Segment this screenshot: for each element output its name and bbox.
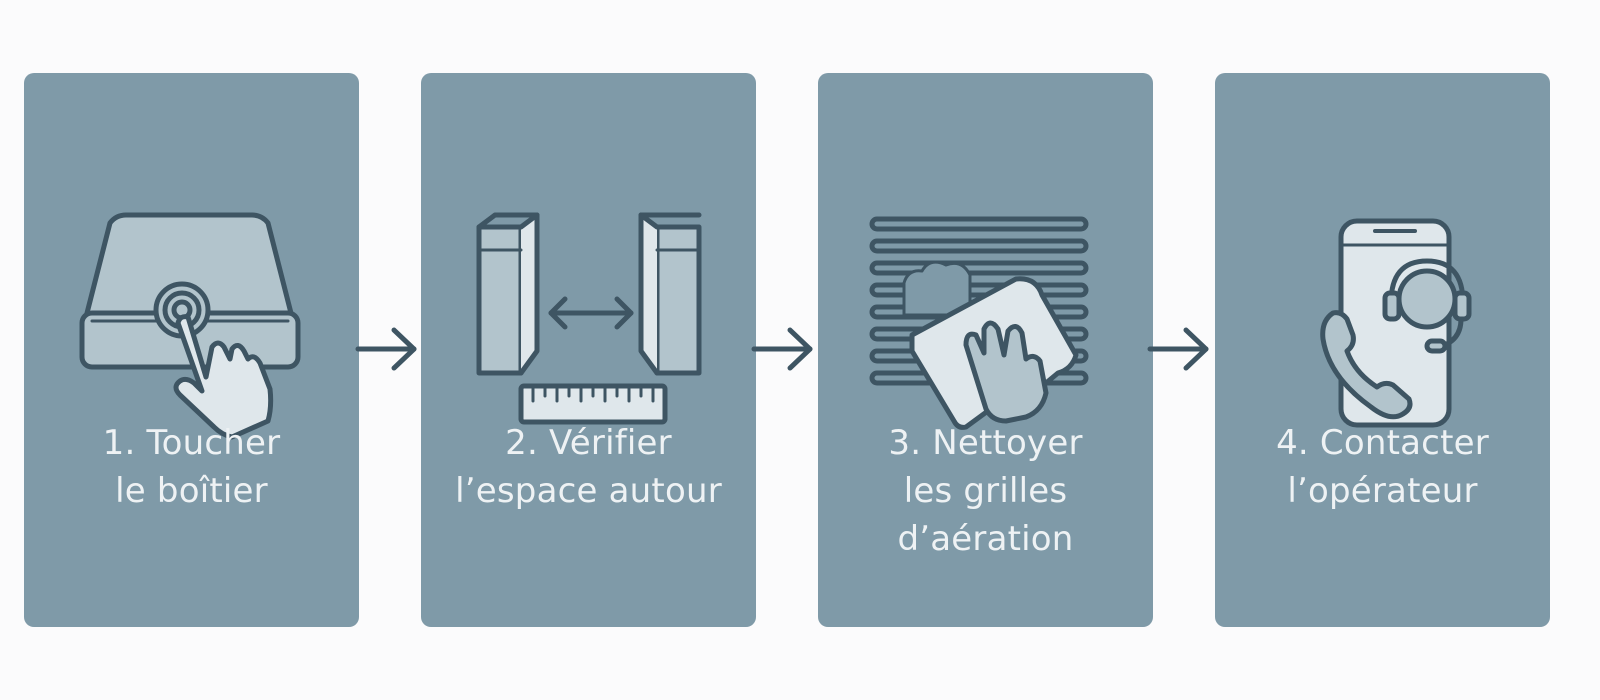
arrow-right-icon: [751, 327, 813, 371]
step-label-2: 2. Vérifier l’espace autour: [431, 419, 746, 515]
step-label-line: 3. Nettoyer: [888, 423, 1083, 463]
arrow-right-icon: [355, 327, 417, 371]
operator-support-icon: [1319, 218, 1471, 428]
step-label-1: 1. Toucher le boîtier: [34, 419, 349, 515]
step-card-1: 1. Toucher le boîtier: [24, 73, 359, 627]
step-label-line: les grilles: [903, 471, 1068, 511]
device-touch-icon: [79, 212, 300, 440]
step-label-line: l’espace autour: [455, 471, 722, 511]
arrow-right-icon: [1147, 327, 1209, 371]
step-label-line: l’opérateur: [1287, 471, 1478, 511]
step-card-2: 2. Vérifier l’espace autour: [421, 73, 756, 627]
step-label-line: 2. Vérifier: [505, 423, 672, 463]
clearance-measure-icon: [476, 212, 701, 425]
step-card-3: 3. Nettoyer les grilles d’aération: [818, 73, 1153, 627]
step-label-line: d’aération: [897, 519, 1074, 559]
step-label-3: 3. Nettoyer les grilles d’aération: [828, 419, 1143, 563]
step-card-4: 4. Contacter l’opérateur: [1215, 73, 1550, 627]
step-label-line: le boîtier: [115, 471, 268, 511]
vent-cleaning-icon: [869, 216, 1088, 430]
step-label-line: 4. Contacter: [1276, 423, 1489, 463]
step-label-line: 1. Toucher: [102, 423, 281, 463]
step-label-4: 4. Contacter l’opérateur: [1225, 419, 1540, 515]
